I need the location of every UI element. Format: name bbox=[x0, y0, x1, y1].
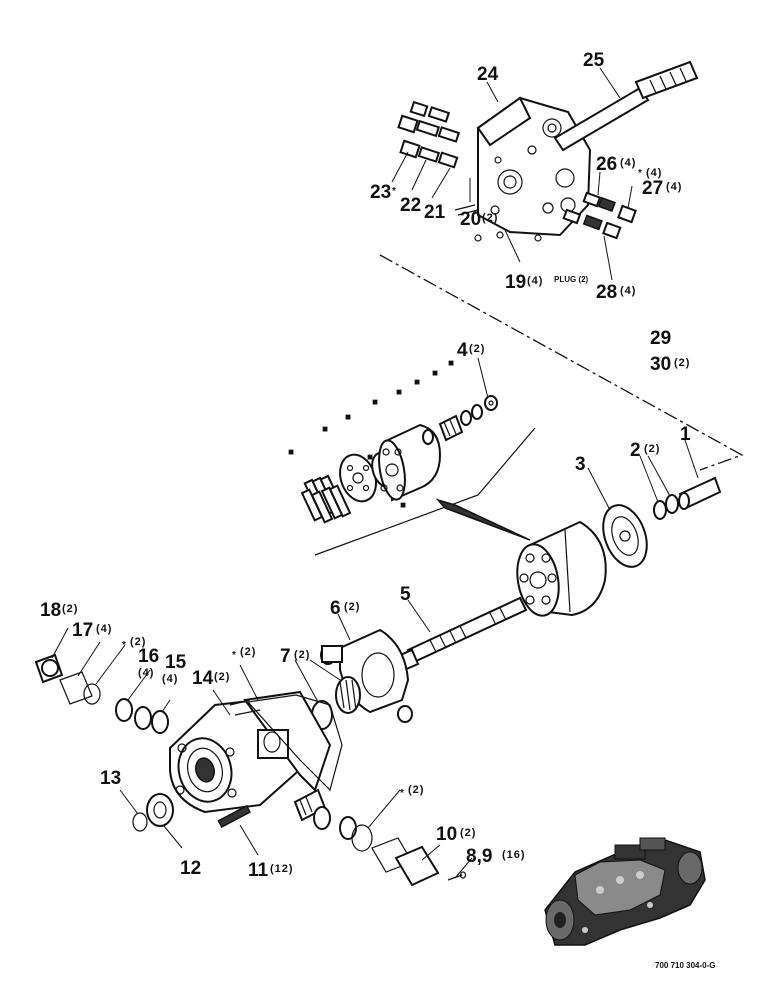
callout-30: 30 bbox=[650, 354, 671, 375]
star-mark: * bbox=[638, 168, 642, 179]
callout-1: 1 bbox=[680, 424, 691, 445]
rotating-group-inset: ■ ■ ■ ■ ■ ■ ■ ■ ■ ■ bbox=[288, 357, 536, 556]
callout-19: 19 bbox=[505, 272, 526, 293]
callout-22: 22 bbox=[400, 195, 421, 216]
callout-8-9: 8,9 bbox=[466, 846, 492, 867]
callout-16-qty: (4) bbox=[138, 667, 154, 679]
callout-7-qty: (2) bbox=[294, 649, 310, 661]
star-mark: * bbox=[392, 186, 396, 197]
callout-25: 25 bbox=[583, 50, 605, 71]
callout-15-qty: (4) bbox=[162, 673, 178, 685]
bearing-and-bushing-parts bbox=[639, 439, 722, 520]
bullet-mark: ■ bbox=[372, 397, 378, 408]
callout-21: 21 bbox=[424, 202, 446, 223]
star-qty: (4) bbox=[646, 167, 662, 179]
bullet-mark: ■ bbox=[400, 500, 406, 511]
pump-housing-part bbox=[169, 689, 332, 814]
callout-20-qty: (2) bbox=[482, 212, 498, 224]
bullet-mark: ■ bbox=[288, 447, 294, 458]
valve-fittings-left bbox=[397, 100, 479, 216]
bullet-mark: ■ bbox=[448, 358, 454, 369]
left-end-cover-parts bbox=[34, 627, 171, 734]
callout-24: 24 bbox=[477, 64, 499, 85]
rear-cover-parts bbox=[293, 788, 473, 887]
callout-13: 13 bbox=[100, 768, 121, 789]
bullet-mark: ■ bbox=[367, 452, 373, 463]
callout-30-qty: (2) bbox=[674, 357, 690, 369]
callout-26-qty: (4) bbox=[620, 157, 636, 169]
bullet-mark: ■ bbox=[414, 377, 420, 388]
callout-2: 2 bbox=[630, 440, 641, 461]
callout-11: 11 bbox=[248, 860, 269, 881]
callout-6: 6 bbox=[330, 598, 341, 619]
star-qty: (2) bbox=[240, 646, 256, 658]
callout-28-qty: (4) bbox=[620, 285, 636, 297]
valve-plate-part bbox=[587, 467, 648, 568]
callout-4: 4 bbox=[457, 340, 468, 361]
callout-8-9-qty: (16) bbox=[502, 849, 526, 861]
star-qty: (2) bbox=[130, 636, 146, 648]
star-mark: * bbox=[122, 640, 126, 651]
drive-shaft-part bbox=[396, 596, 528, 672]
callout-18-qty: (2) bbox=[62, 603, 78, 615]
callout-6-qty: (2) bbox=[344, 601, 360, 613]
bullet-mark: ■ bbox=[432, 368, 438, 379]
callout-2-qty: (2) bbox=[644, 443, 660, 455]
callout-27-qty: (4) bbox=[666, 181, 682, 193]
bullet-mark: ■ bbox=[396, 387, 402, 398]
callout-23: 23 bbox=[370, 182, 391, 203]
callout-18: 18 bbox=[40, 600, 61, 621]
callout-17-qty: (4) bbox=[96, 623, 112, 635]
star-mark: * bbox=[400, 788, 404, 799]
callout-14-qty: (2) bbox=[214, 671, 230, 683]
swashplate-part bbox=[320, 613, 413, 723]
callout-27: 27 bbox=[642, 178, 663, 199]
callout-20: 20 bbox=[460, 209, 481, 230]
housing-gasket-part bbox=[239, 664, 343, 792]
callout-4-qty: (2) bbox=[469, 343, 485, 355]
callout-26: 26 bbox=[596, 154, 617, 175]
callout-28: 28 bbox=[596, 282, 617, 303]
upper-leader-lines bbox=[391, 67, 633, 281]
callout-14: 14 bbox=[192, 668, 214, 689]
callout-10: 10 bbox=[436, 824, 457, 845]
callout-3: 3 bbox=[575, 454, 586, 475]
callout-15: 15 bbox=[165, 652, 187, 673]
star-qty: (2) bbox=[408, 784, 424, 796]
figure-reference-number: 700 710 304-0-G bbox=[655, 961, 716, 970]
front-seal-parts bbox=[119, 789, 183, 849]
bullet-mark: ■ bbox=[345, 412, 351, 423]
plug-note: PLUG (2) bbox=[554, 275, 589, 284]
callout-12: 12 bbox=[180, 858, 201, 879]
callout-16: 16 bbox=[138, 646, 159, 667]
cylinder-block-part bbox=[516, 520, 607, 617]
callout-29: 29 bbox=[650, 328, 671, 349]
assembled-pump-thumbnail bbox=[544, 837, 706, 946]
callout-7: 7 bbox=[280, 646, 291, 667]
callout-11-qty: (12) bbox=[270, 863, 294, 875]
assembly-reference-line bbox=[379, 254, 744, 471]
callout-17: 17 bbox=[72, 620, 93, 641]
callout-10-qty: (2) bbox=[460, 827, 476, 839]
housing-bolt-part bbox=[217, 804, 259, 856]
bullet-mark: ■ bbox=[322, 424, 328, 435]
callout-19-qty: (4) bbox=[527, 275, 543, 287]
star-mark: * bbox=[232, 650, 236, 661]
callout-5: 5 bbox=[400, 584, 411, 605]
input-shaft-part bbox=[553, 60, 699, 152]
valve-fittings-right bbox=[474, 191, 637, 242]
